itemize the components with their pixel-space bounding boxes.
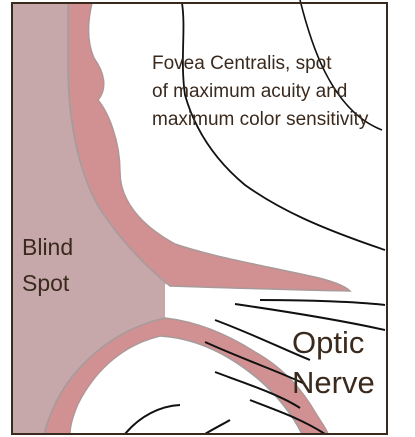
optic-nerve-label-line-1: Optic <box>292 325 364 360</box>
fovea-label-line-1: Fovea Centralis, spot <box>152 53 332 74</box>
fovea-label-line-3: maximum color sensitivity <box>152 109 369 130</box>
blind-spot-label-line-2: Spot <box>22 270 70 296</box>
fovea-label-line-2: of maximum acuity and <box>152 81 347 102</box>
blind-spot-label-line-1: Blind <box>22 234 73 260</box>
optic-nerve-label-line-2: Nerve <box>292 365 375 400</box>
